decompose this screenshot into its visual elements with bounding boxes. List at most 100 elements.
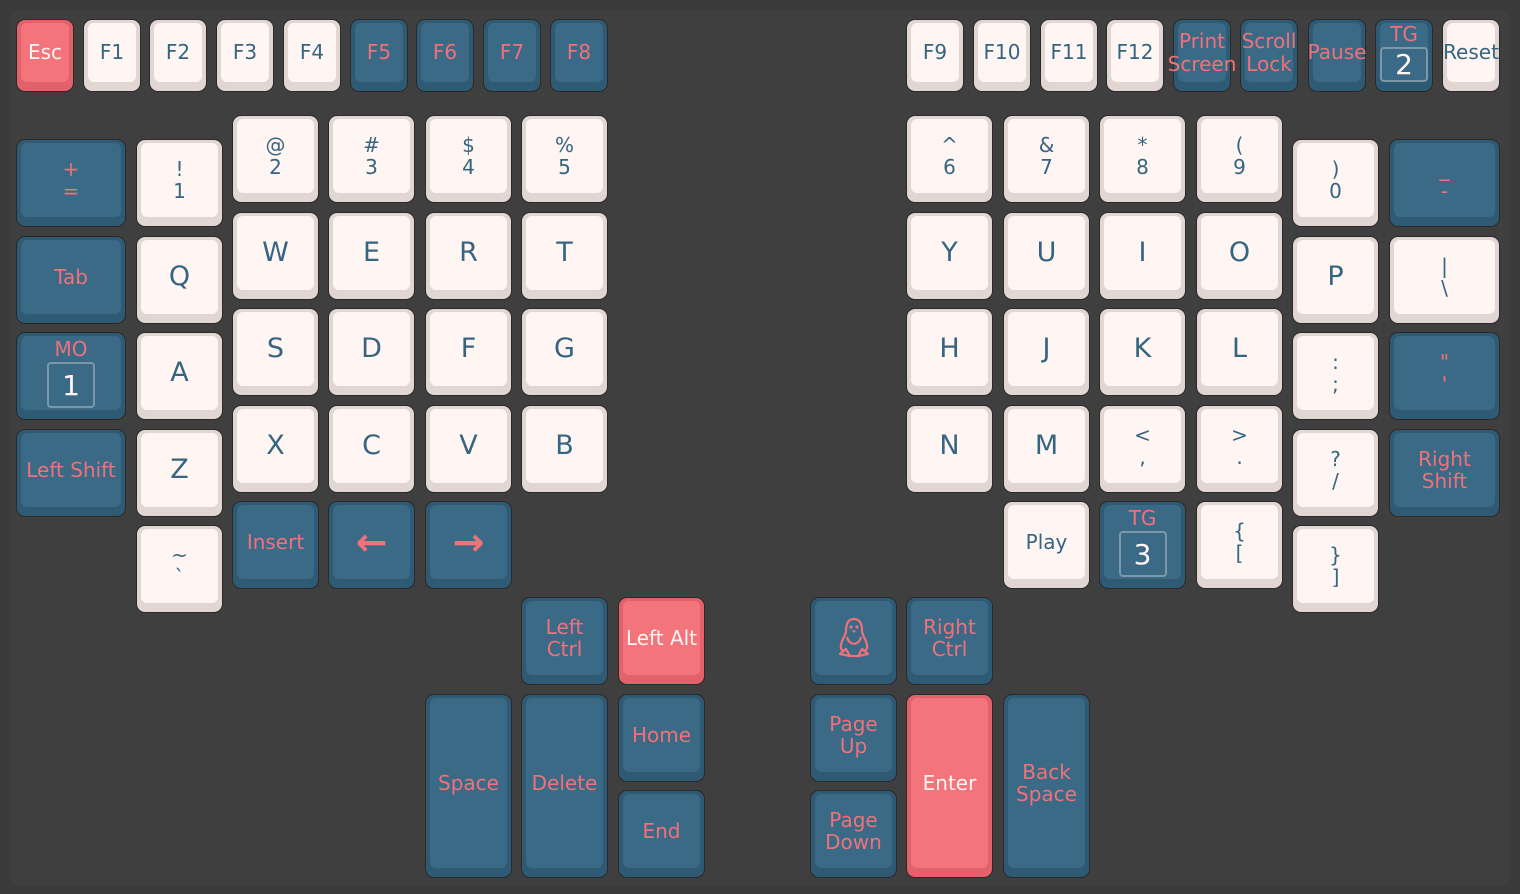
key-t[interactable]: T <box>521 212 608 300</box>
key-minus[interactable]: _- <box>1389 139 1500 227</box>
key-comma[interactable]: <, <box>1099 405 1186 493</box>
key-0[interactable]: )0 <box>1292 139 1379 227</box>
key-tab[interactable]: Tab <box>16 236 126 324</box>
key-h-label: H <box>911 312 988 386</box>
key-3[interactable]: #3 <box>328 115 415 203</box>
key-plus-equal[interactable]: += <box>16 139 126 227</box>
key-x[interactable]: X <box>232 405 319 493</box>
key-f7[interactable]: F7 <box>483 19 541 92</box>
key-i[interactable]: I <box>1099 212 1186 300</box>
key-semicolon-label: :; <box>1297 336 1374 410</box>
key-left-arrow[interactable]: ← <box>328 501 415 589</box>
key-delete-label: Delete <box>526 698 603 868</box>
key-right-arrow[interactable]: → <box>425 501 512 589</box>
key-g[interactable]: G <box>521 308 608 396</box>
key-z[interactable]: Z <box>136 429 223 517</box>
key-v[interactable]: V <box>425 405 512 493</box>
key-backslash[interactable]: |\ <box>1389 236 1500 324</box>
key-slash[interactable]: ?/ <box>1292 429 1379 517</box>
key-f2[interactable]: F2 <box>149 19 207 92</box>
key-rbracket[interactable]: }] <box>1292 525 1379 613</box>
key-semicolon[interactable]: :; <box>1292 332 1379 420</box>
key-f3[interactable]: F3 <box>216 19 274 92</box>
key-comma-label: <, <box>1104 409 1181 483</box>
key-grave[interactable]: ~` <box>136 525 223 613</box>
key-4[interactable]: $4 <box>425 115 512 203</box>
key-f[interactable]: F <box>425 308 512 396</box>
key-c[interactable]: C <box>328 405 415 493</box>
key-pause[interactable]: Pause <box>1308 19 1366 92</box>
key-n[interactable]: N <box>906 405 993 493</box>
key-space[interactable]: Space <box>425 694 512 878</box>
key-f1[interactable]: F1 <box>83 19 141 92</box>
key-9[interactable]: (9 <box>1196 115 1283 203</box>
key-end-label: End <box>623 794 700 868</box>
key-f12[interactable]: F12 <box>1106 19 1164 92</box>
key-1[interactable]: !1 <box>136 139 223 227</box>
key-7[interactable]: &7 <box>1003 115 1090 203</box>
key-u[interactable]: U <box>1003 212 1090 300</box>
key-f4-label: F4 <box>288 23 336 82</box>
key-w[interactable]: W <box>232 212 319 300</box>
key-f11[interactable]: F11 <box>1040 19 1098 92</box>
key-left-shift[interactable]: Left Shift <box>16 429 126 517</box>
key-2[interactable]: @2 <box>232 115 319 203</box>
key-s[interactable]: S <box>232 308 319 396</box>
key-f5[interactable]: F5 <box>350 19 408 92</box>
key-l[interactable]: L <box>1196 308 1283 396</box>
key-f8[interactable]: F8 <box>550 19 608 92</box>
key-m[interactable]: M <box>1003 405 1090 493</box>
key-mo1-layer: 1 <box>47 362 95 409</box>
key-p[interactable]: P <box>1292 236 1379 324</box>
key-5-base: 5 <box>558 155 571 179</box>
key-esc[interactable]: Esc <box>16 19 74 92</box>
key-reset[interactable]: Reset <box>1442 19 1500 92</box>
key-f11-label: F11 <box>1045 23 1093 82</box>
key-e[interactable]: E <box>328 212 415 300</box>
key-q[interactable]: Q <box>136 236 223 324</box>
key-o[interactable]: O <box>1196 212 1283 300</box>
key-end[interactable]: End <box>618 790 705 878</box>
key-8[interactable]: *8 <box>1099 115 1186 203</box>
key-b[interactable]: B <box>521 405 608 493</box>
key-5[interactable]: %5 <box>521 115 608 203</box>
key-f4[interactable]: F4 <box>283 19 341 92</box>
key-4-base: 4 <box>462 155 475 179</box>
key-d[interactable]: D <box>328 308 415 396</box>
key-gui[interactable] <box>810 597 897 685</box>
key-h[interactable]: H <box>906 308 993 396</box>
key-enter[interactable]: Enter <box>906 694 993 878</box>
key-left-alt[interactable]: Left Alt <box>618 597 705 685</box>
key-rbracket-base: ] <box>1331 565 1340 589</box>
key-reset-label: Reset <box>1443 23 1499 82</box>
key-y[interactable]: Y <box>906 212 993 300</box>
key-insert[interactable]: Insert <box>232 501 319 589</box>
key-r[interactable]: R <box>425 212 512 300</box>
key-f6[interactable]: F6 <box>416 19 474 92</box>
key-lbracket[interactable]: {[ <box>1196 501 1283 589</box>
key-quote[interactable]: "' <box>1389 332 1500 420</box>
key-6[interactable]: ^6 <box>906 115 993 203</box>
key-a[interactable]: A <box>136 332 223 420</box>
key-delete[interactable]: Delete <box>521 694 608 878</box>
key-grave-shift: ~ <box>171 542 188 567</box>
key-period[interactable]: >. <box>1196 405 1283 493</box>
key-play[interactable]: Play <box>1003 501 1090 589</box>
key-tg3-layer: 3 <box>1118 531 1167 578</box>
key-home[interactable]: Home <box>618 694 705 782</box>
key-f10[interactable]: F10 <box>973 19 1031 92</box>
key-k[interactable]: K <box>1099 308 1186 396</box>
key-j[interactable]: J <box>1003 308 1090 396</box>
key-f9[interactable]: F9 <box>906 19 964 92</box>
